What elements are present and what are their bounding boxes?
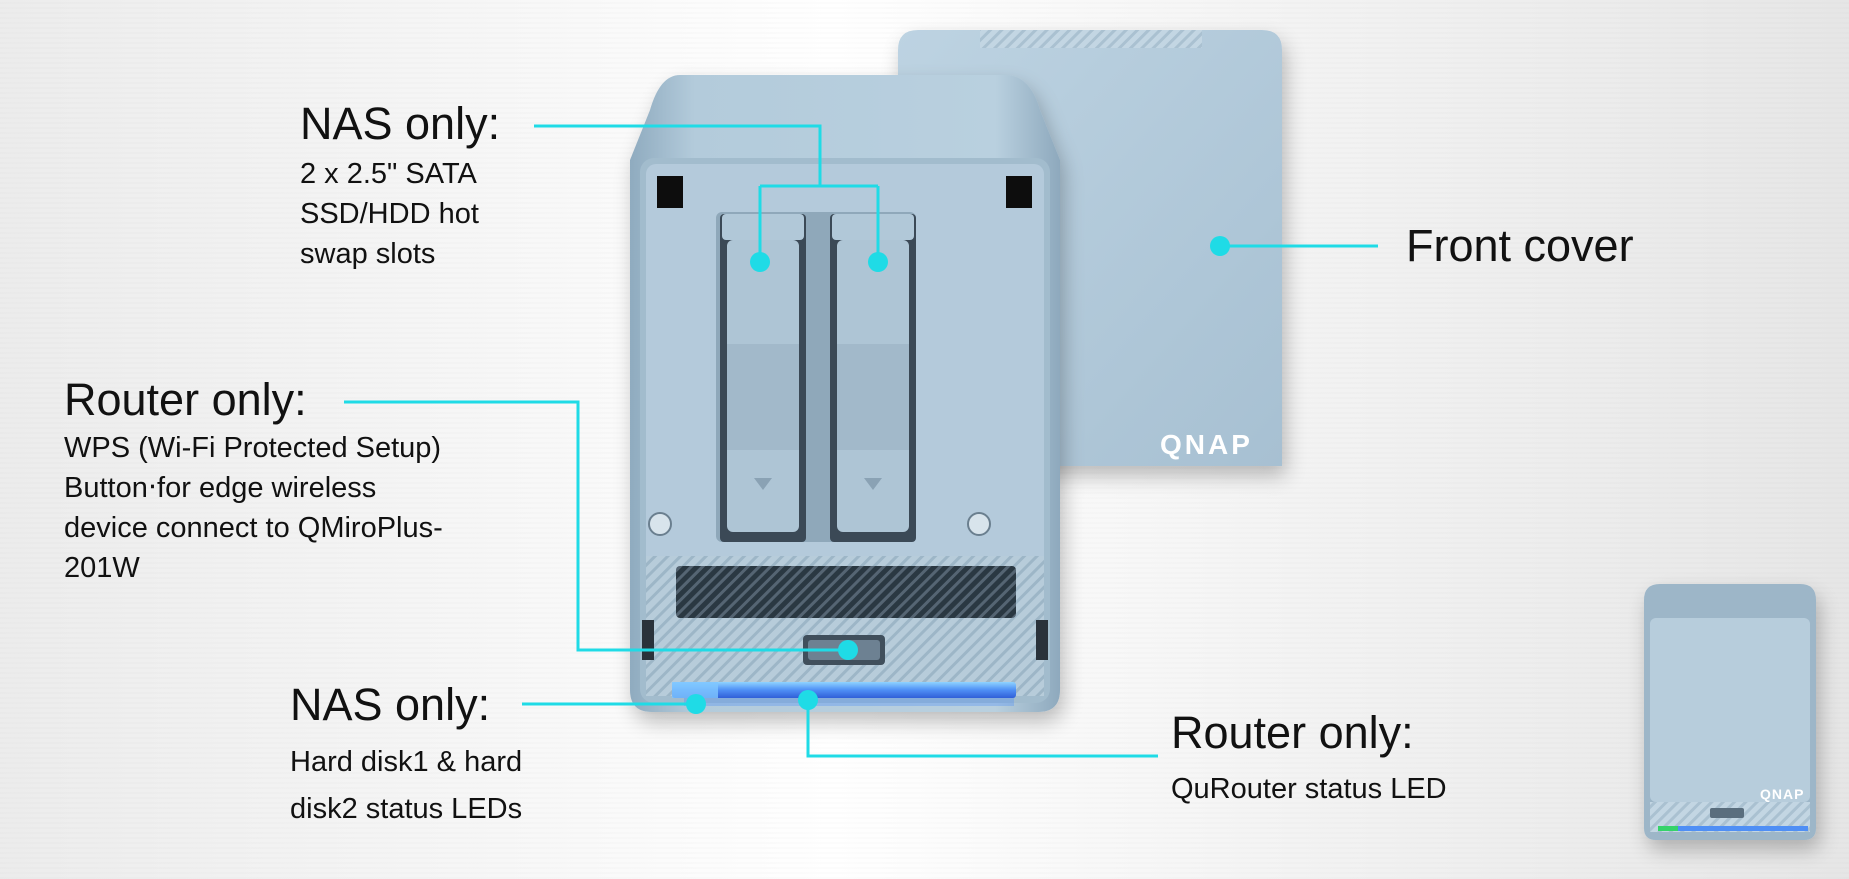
callout-router-led: Router only: QuRouter status LED: [1171, 707, 1551, 809]
callout-line: Button‧for edge wireless: [64, 472, 377, 504]
callout-heading: NAS only:: [300, 98, 501, 149]
qnap-logo: QNAP: [1160, 429, 1253, 460]
qnap-logo-small: QNAP: [1760, 786, 1804, 802]
callout-line: Hard disk1 & hard: [290, 746, 523, 778]
callout-line: 201W: [64, 552, 140, 584]
callout-line: device connect to QMiroPlus-: [64, 512, 443, 544]
callout-line: SSD/HDD hot: [300, 198, 479, 230]
callout-line: WPS (Wi-Fi Protected Setup): [64, 432, 442, 464]
callout-heading: Router only:: [64, 374, 307, 425]
device-thumbnail: QNAP: [1644, 584, 1816, 840]
callout-nas-slots: NAS only: 2 x 2.5" SATA SSD/HDD hot swap…: [300, 98, 550, 274]
connector-router-wps: [344, 400, 848, 652]
callout-router-wps: Router only: WPS (Wi-Fi Protected Setup)…: [64, 374, 524, 588]
callout-line: disk2 status LEDs: [290, 793, 523, 825]
callout-line: swap slots: [300, 238, 436, 270]
callout-line: QuRouter status LED: [1171, 773, 1447, 805]
callout-description: WPS (Wi-Fi Protected Setup) Button‧for e…: [64, 428, 524, 588]
callout-lines: [344, 124, 1378, 758]
connector-nas-slots: [534, 124, 880, 262]
connector-router-led: [806, 700, 1158, 758]
callout-nas-leds: NAS only: Hard disk1 & hard disk2 status…: [290, 679, 570, 833]
callout-description: Hard disk1 & hard disk2 status LEDs: [290, 739, 570, 833]
callout-heading: NAS only:: [290, 679, 491, 730]
callout-front-cover: Front cover: [1406, 220, 1634, 271]
callout-dots: [686, 236, 1230, 714]
callout-heading: Router only:: [1171, 707, 1414, 758]
callout-line: 2 x 2.5" SATA: [300, 158, 477, 190]
callout-description: 2 x 2.5" SATA SSD/HDD hot swap slots: [300, 154, 550, 274]
device-front-view: [630, 75, 1060, 712]
callout-description: QuRouter status LED: [1171, 769, 1551, 809]
